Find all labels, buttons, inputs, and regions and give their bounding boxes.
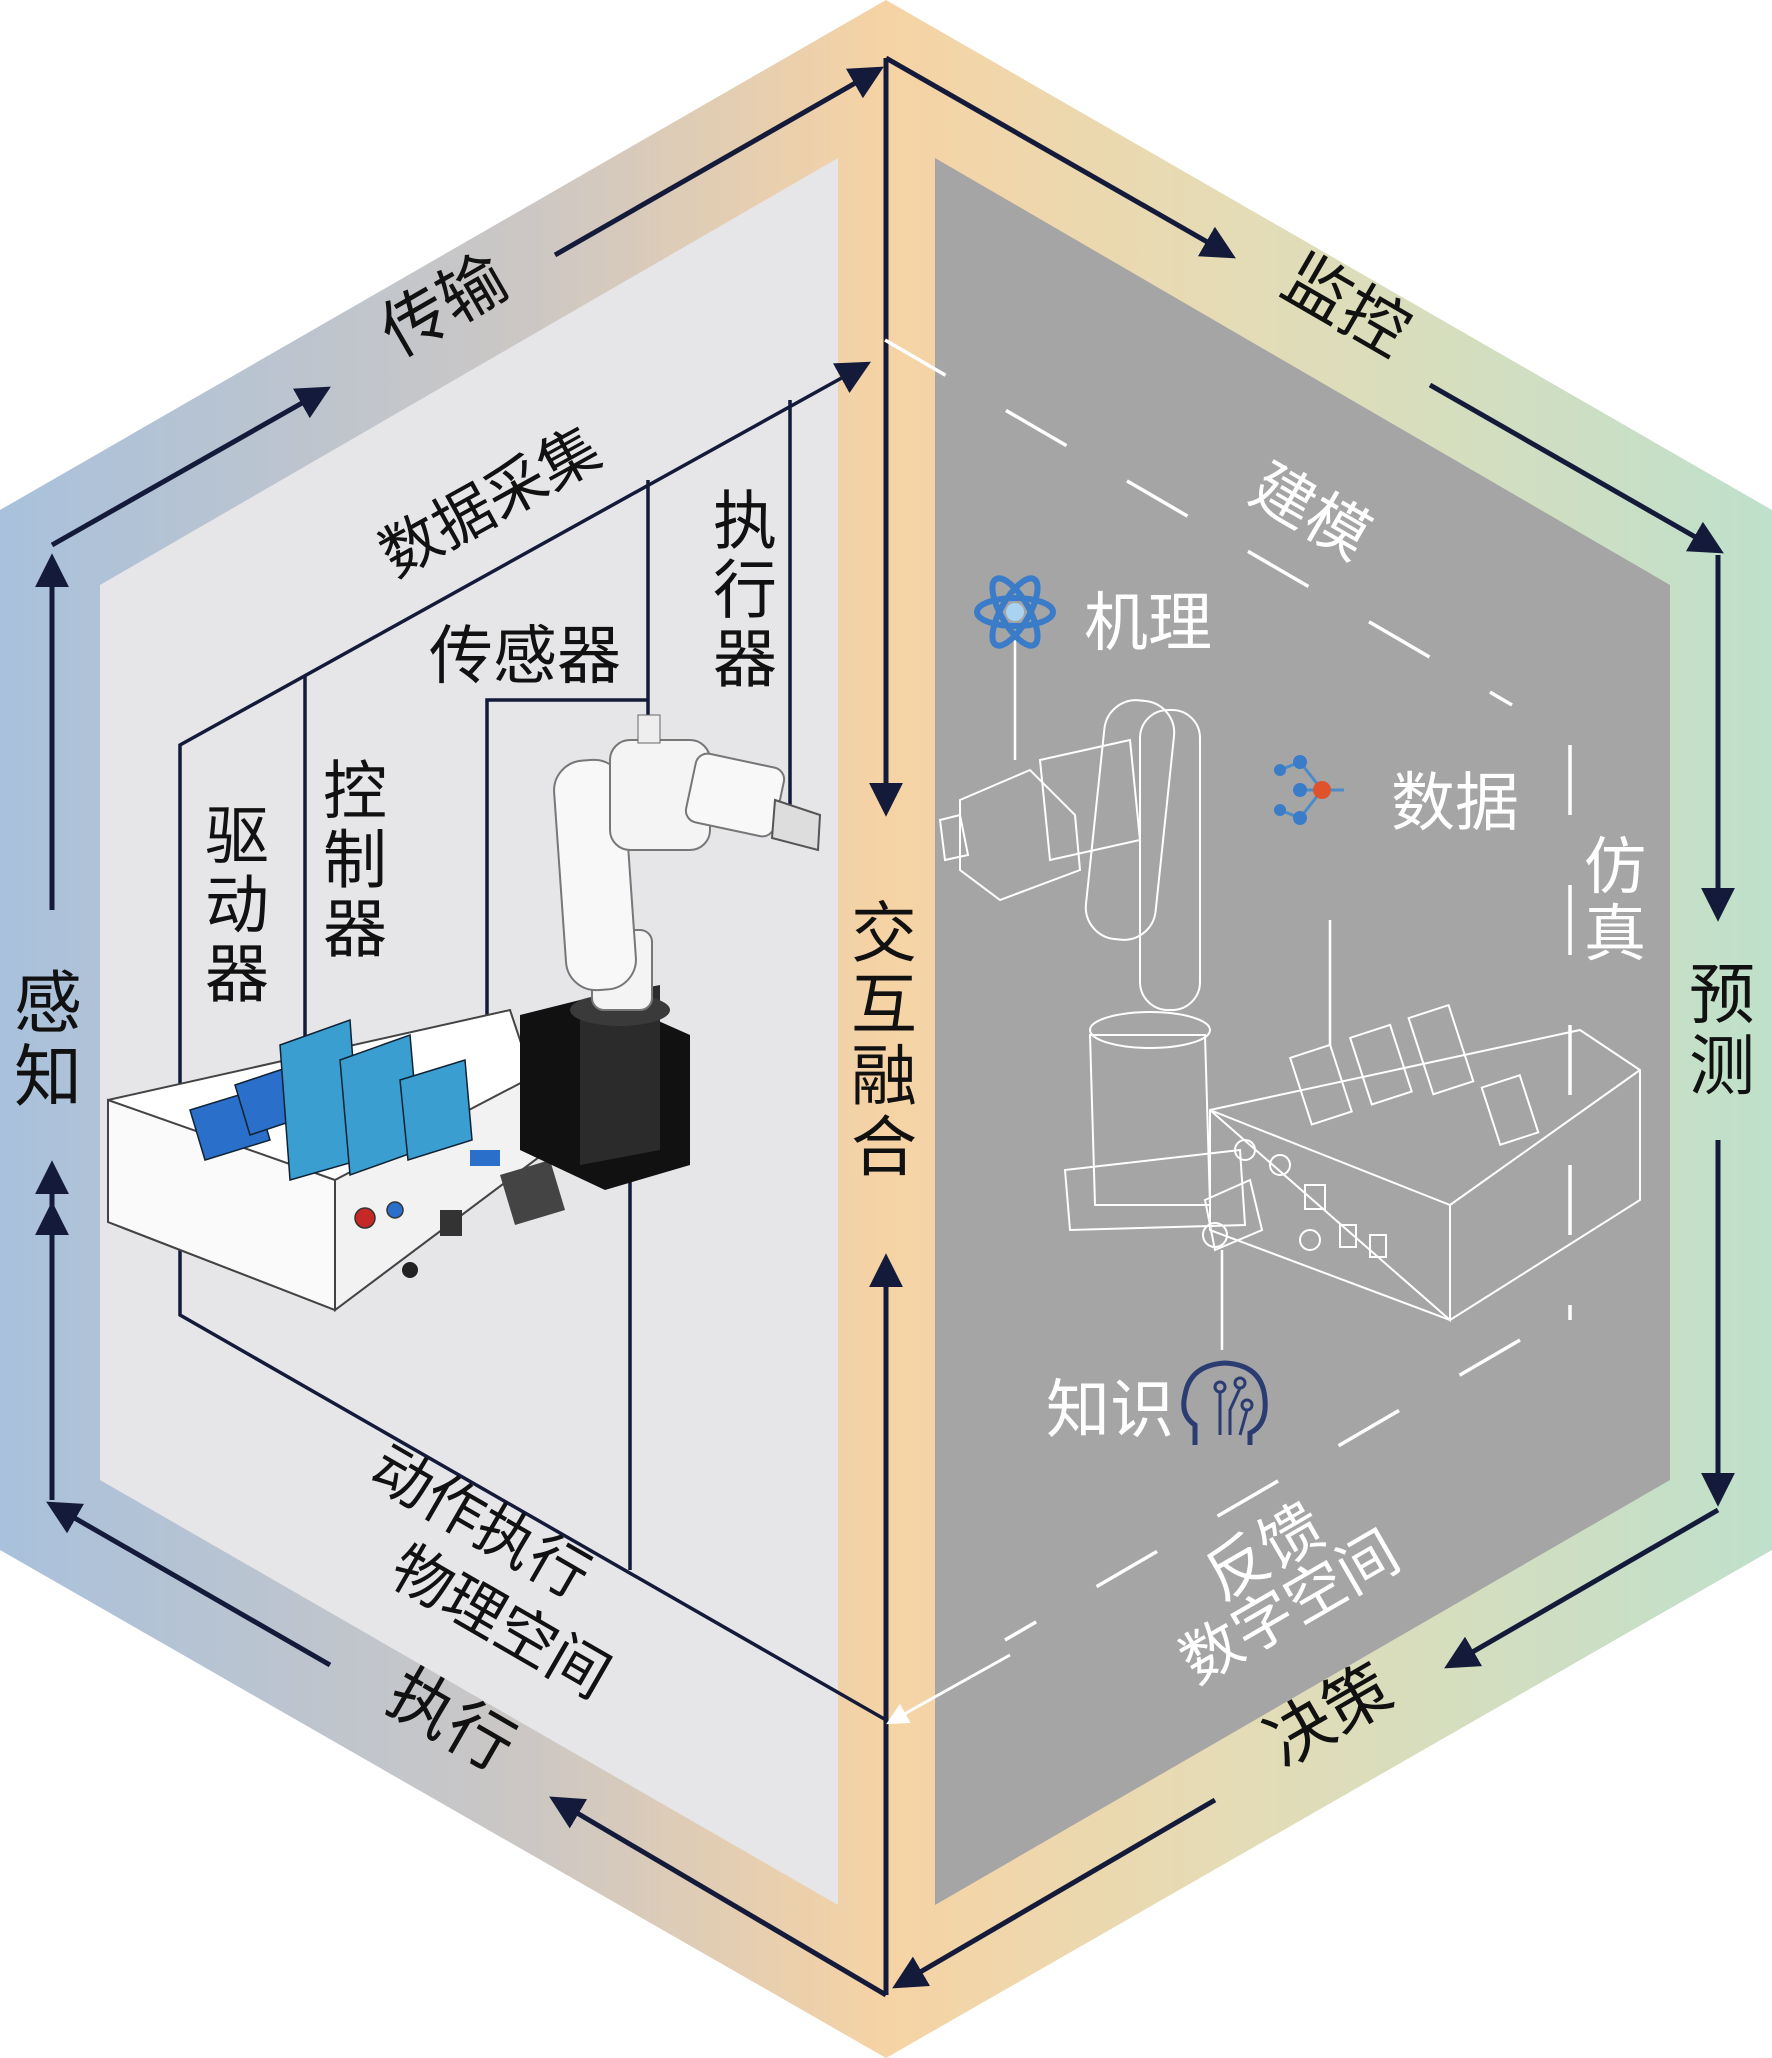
data-collection-bus <box>178 361 871 1095</box>
neural-network-icon <box>1274 755 1344 825</box>
atom-icon <box>974 575 1056 649</box>
physical-wiring <box>178 361 887 1722</box>
label-predict: 预测 <box>1689 956 1755 1104</box>
label-sensor: 传感器 <box>429 620 621 694</box>
label-controller: 控制器 <box>323 755 387 967</box>
label-mechanism: 机理 <box>1084 587 1212 661</box>
digital-wireframe <box>938 699 1641 1323</box>
label-interaction: 交互融合 <box>851 895 917 1186</box>
outer-loop-arrows <box>35 55 1735 1998</box>
label-actuator: 执行器 <box>713 485 777 697</box>
feedback-arrow <box>886 1653 1011 1725</box>
action-execution-bus <box>178 1250 887 1722</box>
digital-space-panel <box>935 158 1670 1905</box>
label-knowledge: 知识 <box>1046 1374 1174 1448</box>
brain-circuit-icon <box>1181 1360 1268 1445</box>
digital-dashed-lines <box>884 338 1572 1642</box>
control-cabinet <box>107 1008 565 1312</box>
label-data: 数据 <box>1391 767 1519 841</box>
label-simulation: 仿真 <box>1584 830 1646 970</box>
physical-robot-arm <box>520 714 822 1190</box>
label-perceive: 感知 <box>14 965 82 1117</box>
label-driver: 驱动器 <box>205 800 269 1012</box>
digital-connectors <box>1013 640 1332 1350</box>
